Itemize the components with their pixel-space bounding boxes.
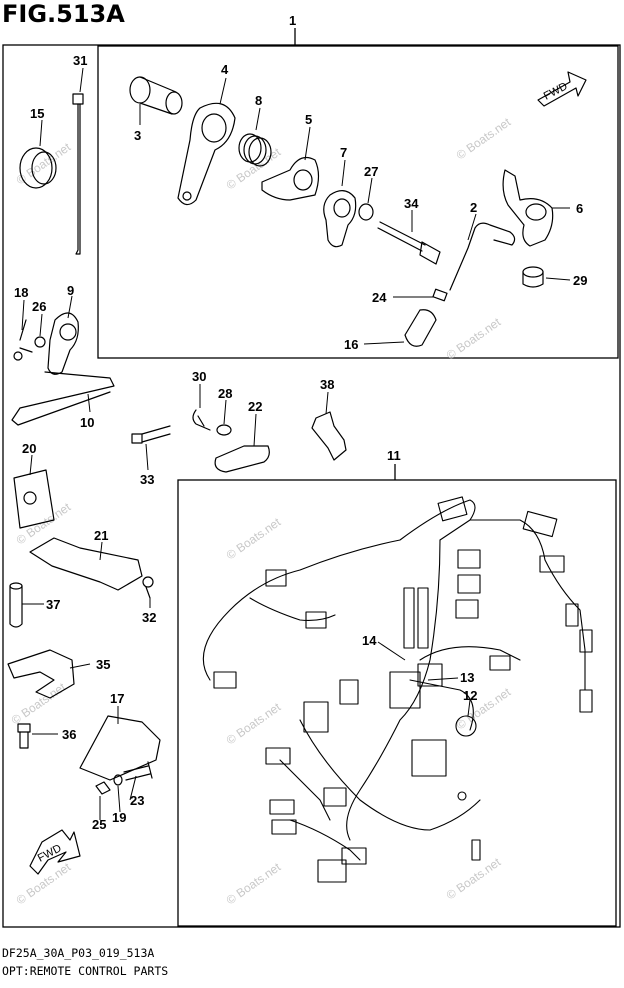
part-5-cam (261, 157, 320, 201)
callout-31: 31 (73, 53, 87, 68)
part-3-bushing (129, 76, 183, 115)
callout-20: 20 (22, 441, 36, 456)
part-7-arm (323, 190, 357, 248)
callout-36: 36 (62, 727, 76, 742)
callout-27: 27 (364, 164, 378, 179)
part-38-cable-end (311, 411, 347, 461)
callout-1: 1 (289, 13, 296, 28)
part-27-washer (358, 203, 374, 221)
part-17-bracket (79, 715, 161, 781)
callout-38: 38 (320, 377, 334, 392)
part-28-washer (216, 424, 232, 436)
svg-text:© Boats.net: © Boats.net (444, 315, 504, 363)
callout-28: 28 (218, 386, 232, 401)
svg-text:© Boats.net: © Boats.net (14, 500, 74, 548)
callout-labels: 1 2 3 4 5 6 7 8 9 10 11 12 13 14 15 16 1… (14, 13, 587, 832)
callout-6: 6 (576, 201, 583, 216)
fwd-arrow-top: FWD (537, 71, 587, 107)
callout-2: 2 (470, 200, 477, 215)
callout-26: 26 (32, 299, 46, 314)
callout-29: 29 (573, 273, 587, 288)
callout-17: 17 (110, 691, 124, 706)
callout-25: 25 (92, 817, 106, 832)
svg-text:© Boats.net: © Boats.net (444, 855, 504, 903)
part-34-bolt (377, 221, 441, 265)
part-31-cable-tie (72, 93, 84, 255)
callout-15: 15 (30, 106, 44, 121)
part-33-bolt (131, 425, 171, 444)
part-6-lever (502, 169, 554, 247)
svg-text:© Boats.net: © Boats.net (9, 680, 69, 728)
svg-text:© Boats.net: © Boats.net (224, 700, 284, 748)
svg-text:© Boats.net: © Boats.net (224, 515, 284, 563)
callout-11: 11 (387, 448, 401, 463)
callout-16: 16 (344, 337, 358, 352)
part-20-bracket (13, 469, 55, 529)
part-37-pin (9, 582, 23, 628)
part-25-19-23-hardware (95, 761, 153, 795)
part-30-clip (192, 409, 211, 431)
svg-text:© Boats.net: © Boats.net (224, 145, 284, 193)
outer-frame (2, 44, 621, 928)
part-9-10-assembly (11, 312, 115, 426)
part-29-bushing (522, 266, 544, 288)
part-32-screw (142, 576, 154, 599)
part-2-rod (449, 222, 516, 291)
part-24-clip (432, 288, 448, 302)
part-35-plate (7, 649, 75, 699)
callout-9: 9 (67, 283, 74, 298)
part-22-lever (214, 445, 270, 473)
callout-13: 13 (460, 670, 474, 685)
part-11-wiring-harness (202, 496, 593, 883)
part-36-bolt (17, 723, 31, 749)
callout-18: 18 (14, 285, 28, 300)
callout-24: 24 (372, 290, 387, 305)
callout-23: 23 (130, 793, 144, 808)
callout-34: 34 (404, 196, 419, 211)
callout-35: 35 (96, 657, 110, 672)
callout-30: 30 (192, 369, 206, 384)
callout-32: 32 (142, 610, 156, 625)
callout-8: 8 (255, 93, 262, 108)
part-15-grommet (19, 147, 57, 189)
figure-code: DF25A_30A_P03_019_513A (2, 946, 155, 960)
callout-22: 22 (248, 399, 262, 414)
watermarks: © Boats.net © Boats.net © Boats.net © Bo… (9, 115, 514, 908)
callout-37: 37 (46, 597, 60, 612)
figure-title: FIG.513A (2, 0, 125, 28)
part-16-cap (404, 309, 437, 347)
callout-3: 3 (134, 128, 141, 143)
svg-text:© Boats.net: © Boats.net (454, 115, 514, 163)
part-8-spring (238, 133, 272, 167)
callout-33: 33 (140, 472, 154, 487)
callout-5: 5 (305, 112, 312, 127)
svg-text:© Boats.net: © Boats.net (224, 860, 284, 908)
callout-21: 21 (94, 528, 108, 543)
callout-7: 7 (340, 145, 347, 160)
callout-4: 4 (221, 62, 229, 77)
callout-19: 19 (112, 810, 126, 825)
figure-caption: OPT:REMOTE CONTROL PARTS (2, 964, 169, 978)
upper-inset-box (97, 45, 619, 359)
callout-14: 14 (362, 633, 377, 648)
part-21-bracket (29, 537, 143, 591)
part-4-lever (177, 102, 236, 206)
callout-10: 10 (80, 415, 94, 430)
harness-box (177, 479, 617, 927)
callout-12: 12 (463, 688, 477, 703)
